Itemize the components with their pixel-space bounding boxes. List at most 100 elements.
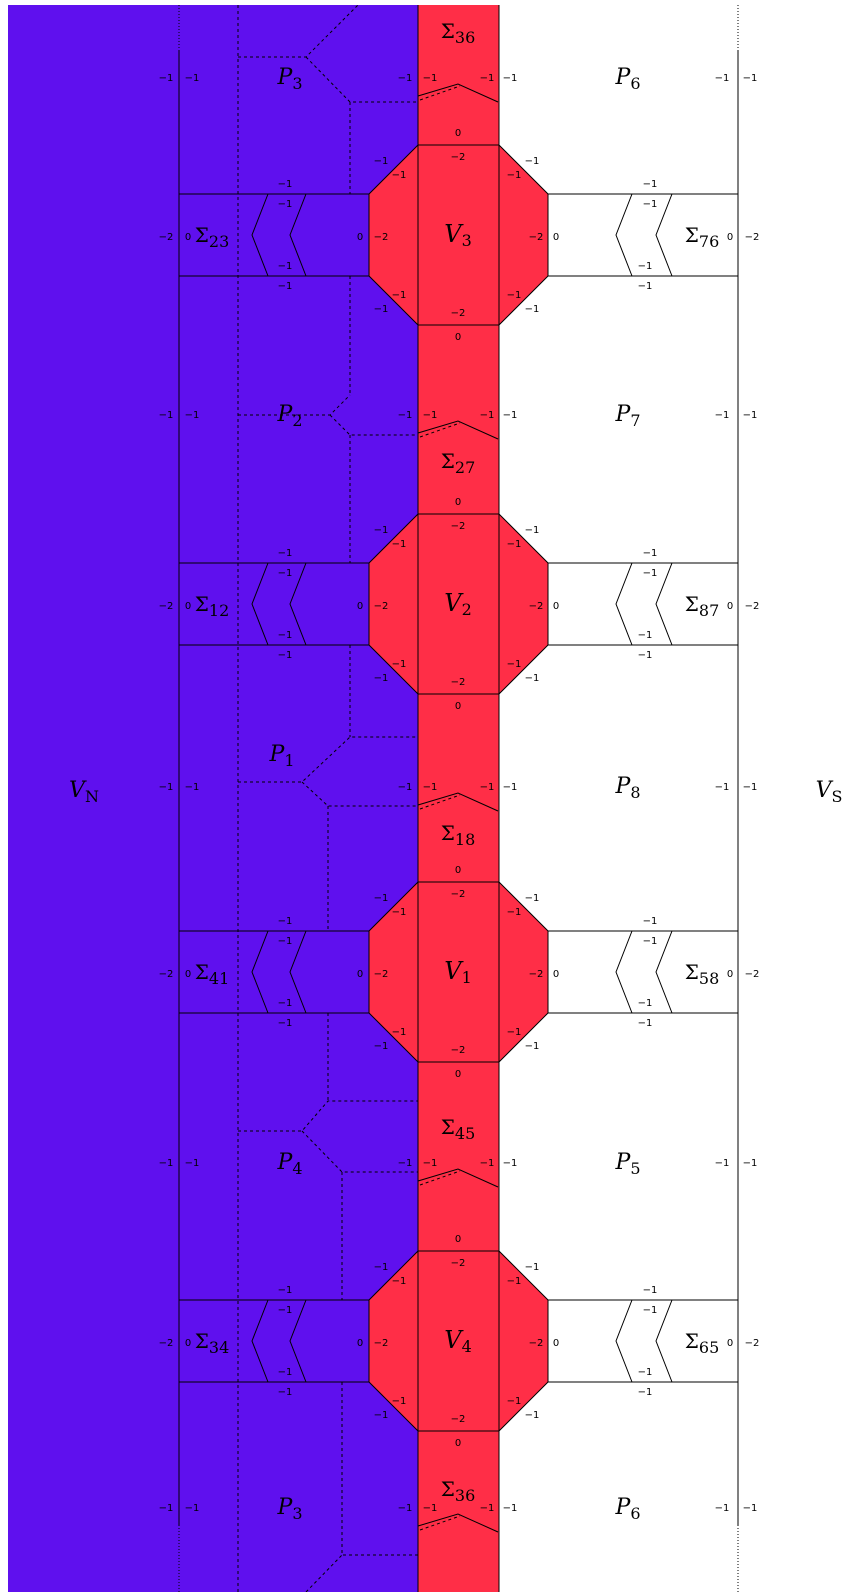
connector-inner-value: 0 bbox=[553, 1338, 559, 1349]
connector-inner-value: 0 bbox=[553, 969, 559, 980]
octagon-outer-corner-value: −1 bbox=[374, 525, 389, 536]
connector-edge-value: −1 bbox=[638, 1387, 653, 1398]
strip-label: Σ27 bbox=[441, 449, 476, 477]
octagon-outer-corner-value: −1 bbox=[374, 673, 389, 684]
octagon-left-value: −2 bbox=[374, 969, 389, 980]
right-piece-label: P6 bbox=[615, 1495, 641, 1523]
north-region-label: VN bbox=[69, 778, 99, 806]
connector-edge-value: −1 bbox=[643, 179, 658, 190]
connector-inner-value: 0 bbox=[357, 232, 363, 243]
octagon-outer-corner-value: −1 bbox=[374, 1262, 389, 1273]
row-value: −1 bbox=[480, 782, 495, 793]
octagon-label: V4 bbox=[444, 1326, 472, 1356]
row-value: −1 bbox=[159, 1503, 174, 1514]
dashed-boundary bbox=[305, 1554, 343, 1592]
octagon-corner-value: −1 bbox=[392, 1276, 407, 1287]
octagon-outer-corner-value: −1 bbox=[374, 304, 389, 315]
octagon-outer-corner-value: −1 bbox=[374, 156, 389, 167]
row-value: −1 bbox=[398, 73, 413, 84]
connector-outer-value: −2 bbox=[159, 232, 174, 243]
row-value: −1 bbox=[503, 410, 518, 421]
connector-edge-value: −1 bbox=[643, 1305, 658, 1316]
connector-edge-value: −1 bbox=[278, 650, 293, 661]
connector-edge-value: −1 bbox=[278, 1387, 293, 1398]
connector-inner-value: 0 bbox=[185, 232, 191, 243]
row-value: −1 bbox=[423, 410, 438, 421]
left-connector-label: Σ23 bbox=[195, 223, 230, 251]
octagon-outer-corner-value: −1 bbox=[525, 156, 540, 167]
octagon-outer-corner-value: −1 bbox=[525, 1410, 540, 1421]
connector-outer-value: −2 bbox=[745, 969, 760, 980]
row-value: −1 bbox=[398, 410, 413, 421]
connector-inner-value: 0 bbox=[357, 1338, 363, 1349]
connector-edge-value: −1 bbox=[278, 630, 293, 641]
chevron-line bbox=[615, 1299, 633, 1383]
octagon-cap-value: 0 bbox=[455, 497, 461, 508]
row-value: −1 bbox=[159, 1158, 174, 1169]
strip-label: Σ36 bbox=[441, 19, 476, 47]
connector-edge-value: −1 bbox=[278, 916, 293, 927]
octagon-outer-corner-value: −1 bbox=[374, 893, 389, 904]
connector-outer-value: −2 bbox=[159, 969, 174, 980]
connector-edge-value: −1 bbox=[643, 1285, 658, 1296]
octagon-corner-value: −1 bbox=[392, 290, 407, 301]
row-value: −1 bbox=[480, 73, 495, 84]
octagon-corner-value: −1 bbox=[392, 1396, 407, 1407]
right-connector-label: Σ87 bbox=[685, 592, 720, 620]
row-value: −1 bbox=[423, 1503, 438, 1514]
row-value: −1 bbox=[743, 1158, 758, 1169]
left-piece-label: P2 bbox=[277, 402, 303, 430]
right-piece-label: P8 bbox=[615, 774, 641, 802]
right-connector-label: Σ65 bbox=[685, 1329, 720, 1357]
connector-edge-value: −1 bbox=[643, 548, 658, 559]
strip-label: Σ45 bbox=[441, 1115, 476, 1143]
row-value: −1 bbox=[423, 73, 438, 84]
row-value: −1 bbox=[159, 782, 174, 793]
octagon-cap-value: 0 bbox=[455, 128, 461, 139]
octagon-corner-value: −1 bbox=[507, 290, 522, 301]
south-region-label: VS bbox=[816, 778, 843, 806]
strip-label: Σ36 bbox=[441, 1477, 476, 1505]
strip-mark-dashed bbox=[419, 422, 461, 438]
connector-inner-value: 0 bbox=[727, 232, 733, 243]
connector-inner-value: 0 bbox=[553, 601, 559, 612]
left-connector-label: Σ41 bbox=[195, 960, 230, 988]
right-piece-label: P5 bbox=[615, 1150, 641, 1178]
connector-edge-value: −1 bbox=[638, 1367, 653, 1378]
strip-mark-dashed bbox=[419, 794, 461, 810]
connector-inner-value: 0 bbox=[357, 601, 363, 612]
connector-inner-value: 0 bbox=[185, 969, 191, 980]
connector-edge-value: −1 bbox=[278, 568, 293, 579]
octagon-top-value: −2 bbox=[451, 152, 466, 163]
octagon-outer-corner-value: −1 bbox=[525, 304, 540, 315]
connector-edge-value: −1 bbox=[638, 261, 653, 272]
right-connector-label: Σ76 bbox=[685, 223, 720, 251]
octagon-outer-corner-value: −1 bbox=[525, 893, 540, 904]
strip-mark bbox=[417, 420, 499, 440]
octagon-label: V1 bbox=[444, 957, 472, 987]
dashed-boundary bbox=[341, 1382, 418, 1556]
row-value: −1 bbox=[480, 1158, 495, 1169]
connector-edge-value: −1 bbox=[278, 1367, 293, 1378]
row-value: −1 bbox=[423, 782, 438, 793]
octagon-right-value: −2 bbox=[529, 969, 544, 980]
strip-mark-dashed bbox=[419, 1515, 461, 1531]
chevron-line bbox=[655, 562, 673, 646]
octagon-label: V2 bbox=[444, 589, 472, 619]
right-piece-label: P6 bbox=[615, 65, 641, 93]
row-value: −1 bbox=[715, 782, 730, 793]
octagon-bottom-value: −2 bbox=[451, 677, 466, 688]
row-value: −1 bbox=[743, 73, 758, 84]
octagon-cap-value: 0 bbox=[455, 1438, 461, 1449]
octagon-top-value: −2 bbox=[451, 521, 466, 532]
octagon-outer-corner-value: −1 bbox=[374, 1041, 389, 1052]
row-value: −1 bbox=[715, 1503, 730, 1514]
connector-outer-value: −2 bbox=[159, 601, 174, 612]
connector-outer-value: −2 bbox=[745, 601, 760, 612]
row-value: −1 bbox=[503, 1158, 518, 1169]
chevron-line bbox=[615, 193, 633, 277]
row-value: −1 bbox=[715, 1158, 730, 1169]
connector-edge-value: −1 bbox=[643, 936, 658, 947]
chevron-line bbox=[289, 1299, 307, 1383]
left-piece-label: P3 bbox=[277, 65, 303, 93]
